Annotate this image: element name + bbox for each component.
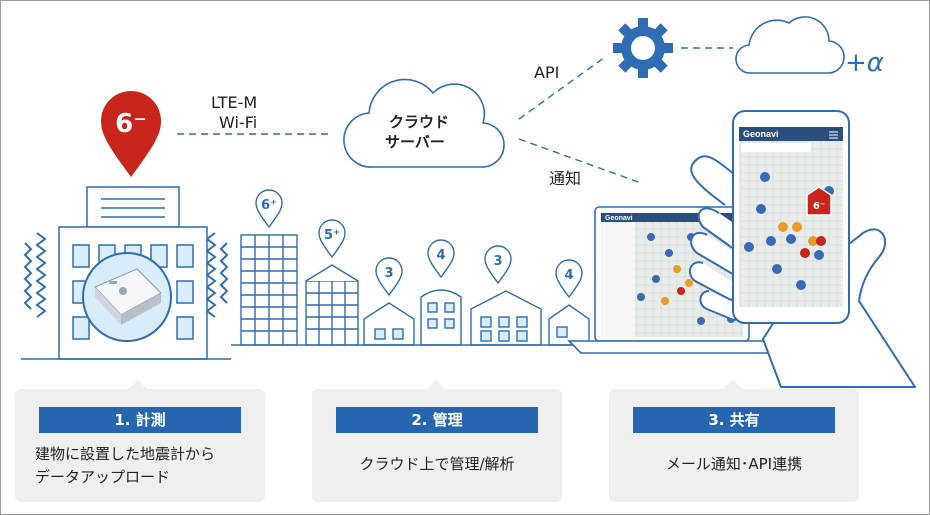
cloud-label-line2: サーバー <box>385 133 445 151</box>
step-title: 2. 管理 <box>336 407 538 433</box>
step-title: 1. 計測 <box>39 407 241 433</box>
city-buildings <box>240 234 590 346</box>
seismometer-device-icon <box>82 252 172 342</box>
step-description-line1: 建物に設置した地震計から <box>35 445 216 463</box>
building-pin-label: 4 <box>564 268 573 283</box>
building-pin-icon <box>255 189 583 299</box>
intensity-main-label: 6⁻ <box>115 109 147 139</box>
api-label: API <box>534 63 560 82</box>
step-panel-share: 3. 共有 メール通知･API連携 <box>609 380 859 502</box>
ground-line <box>21 344 601 360</box>
step-title: 3. 共有 <box>633 407 835 433</box>
building-pin-label: 6⁺ <box>261 198 277 213</box>
phone-brand: Geonavi <box>743 129 779 139</box>
plus-alpha-label: +α <box>845 48 884 78</box>
connection-lines <box>177 47 733 184</box>
laptop-brand: Geonavi <box>605 215 633 222</box>
step-description-line1: メール通知･API連携 <box>665 455 803 473</box>
step-description-line1: クラウド上で管理/解析 <box>359 455 515 473</box>
step-panel-manage: 2. 管理 クラウド上で管理/解析 <box>312 380 562 502</box>
cloud-icon <box>735 16 845 74</box>
phone-alert-label: 6⁻ <box>813 201 825 212</box>
building-pin-label: 4 <box>436 248 445 263</box>
notify-label: 通知 <box>549 169 582 188</box>
building-pin-label: 3 <box>384 266 393 281</box>
step-panel-measure: 1. 計測 建物に設置した地震計から データアップロード <box>15 380 265 502</box>
gear-icon <box>613 18 673 78</box>
building-pin-label: 5⁺ <box>324 228 340 243</box>
phone-map-icon: Geonavi 6⁻ <box>732 110 850 324</box>
panel-pointer <box>722 380 744 390</box>
cloud-label-line1: クラウド <box>389 113 450 131</box>
step-description-line2: データアップロード <box>35 468 171 486</box>
wifi-label: Wi-Fi <box>219 113 258 132</box>
lte-label: LTE-M <box>211 93 258 112</box>
panel-pointer <box>425 380 447 390</box>
panel-pointer <box>127 380 149 390</box>
seismometer-pin-icon: 6⁻ <box>101 91 161 177</box>
cloud-server-icon <box>343 78 505 168</box>
building-pin-label: 3 <box>493 254 502 269</box>
